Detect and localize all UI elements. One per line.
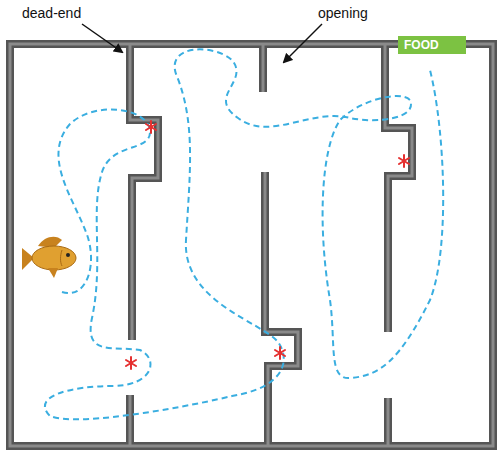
swim-path — [45, 49, 443, 419]
leader-arrow — [284, 24, 322, 62]
callout-label: dead-end — [22, 5, 81, 21]
leader-arrow — [82, 24, 122, 52]
dead-end-markers — [126, 121, 409, 369]
food-box: FOOD — [398, 36, 466, 54]
maze-walls — [10, 44, 493, 446]
food-label: FOOD — [404, 38, 460, 52]
callout-label: opening — [318, 5, 368, 21]
fish-icon — [22, 237, 76, 278]
